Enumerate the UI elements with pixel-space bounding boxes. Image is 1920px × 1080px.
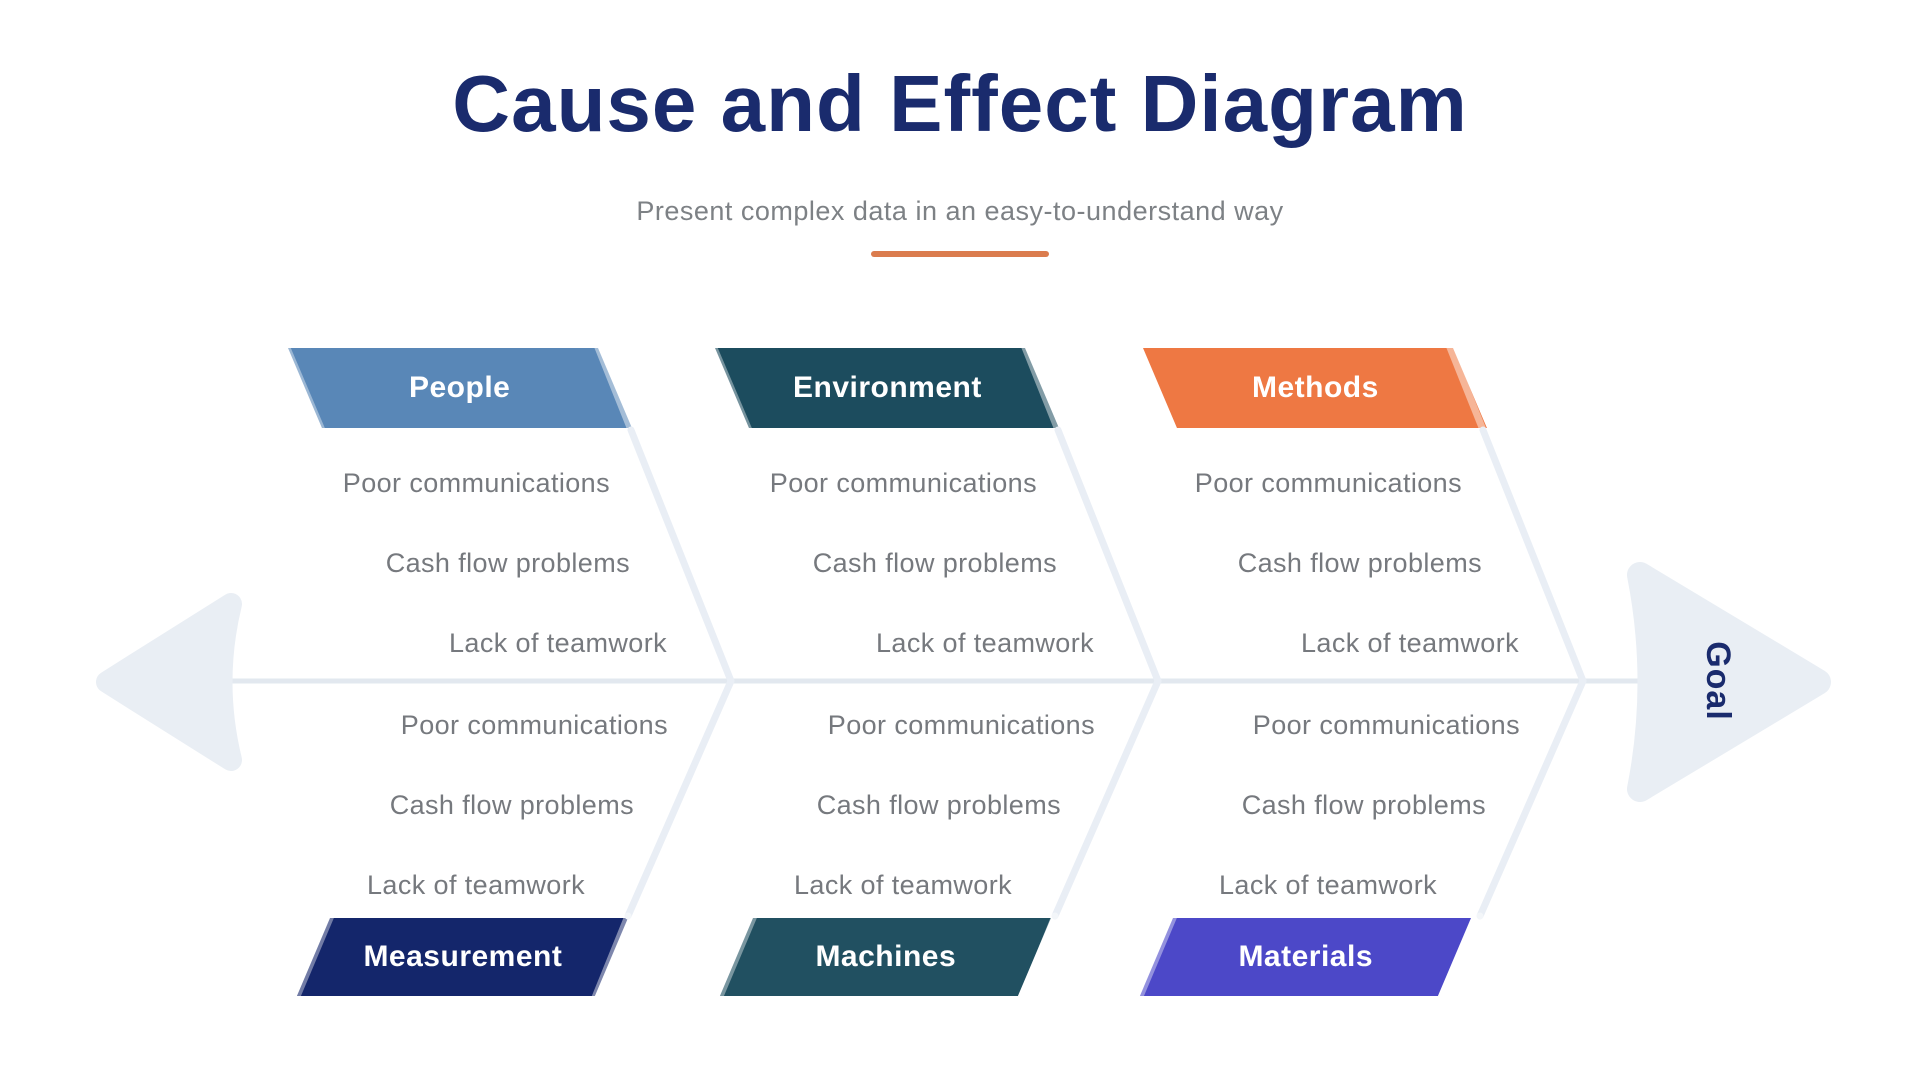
cause-item: Poor communications — [827, 709, 1095, 740]
banner-edge-accent — [282, 339, 328, 439]
subtitle: Present complex data in an easy-to-under… — [636, 196, 1284, 226]
banner-edge-accent — [1136, 907, 1180, 1003]
cause-item: Poor communications — [769, 467, 1037, 498]
cause-item: Cash flow problems — [385, 547, 630, 578]
cause-item: Poor communications — [1252, 709, 1520, 740]
rib-line — [1051, 677, 1162, 920]
rib-line — [1054, 426, 1162, 685]
rib-line — [1442, 912, 1484, 1004]
cause-item: Cash flow problems — [1241, 789, 1486, 820]
tail-arrow — [96, 593, 242, 771]
rib-line — [1017, 912, 1059, 1004]
banner-edge-accent — [716, 907, 760, 1003]
cause-item: Lack of teamwork — [1219, 869, 1437, 900]
rib-line — [590, 912, 632, 1004]
cause-item: Poor communications — [400, 709, 668, 740]
banner-edge-accent — [1134, 339, 1180, 439]
rib-line — [1443, 336, 1487, 434]
cause-item: Lack of teamwork — [449, 627, 667, 658]
page-title: Cause and Effect Diagram — [452, 59, 1468, 148]
cause-item: Lack of teamwork — [367, 869, 585, 900]
title-divider — [871, 251, 1049, 257]
cause-item: Poor communications — [1194, 467, 1462, 498]
cause-item: Lack of teamwork — [794, 869, 1012, 900]
goal-label: Goal — [1699, 641, 1738, 721]
cause-item: Poor communications — [342, 467, 610, 498]
cause-item: Cash flow problems — [1237, 547, 1482, 578]
cause-item: Cash flow problems — [389, 789, 634, 820]
rib-line — [1018, 336, 1062, 434]
rib-line — [591, 336, 635, 434]
cause-item: Lack of teamwork — [876, 627, 1094, 658]
rib-line — [624, 677, 735, 920]
rib-line — [1476, 677, 1587, 920]
cause-item: Lack of teamwork — [1301, 627, 1519, 658]
banner-edge-accent — [293, 907, 337, 1003]
cause-item: Cash flow problems — [816, 789, 1061, 820]
head-arrow — [1627, 562, 1831, 802]
rib-line — [1479, 426, 1587, 685]
rib-line — [627, 426, 735, 685]
banner-edge-accent — [709, 339, 755, 439]
cause-item: Cash flow problems — [812, 547, 1057, 578]
